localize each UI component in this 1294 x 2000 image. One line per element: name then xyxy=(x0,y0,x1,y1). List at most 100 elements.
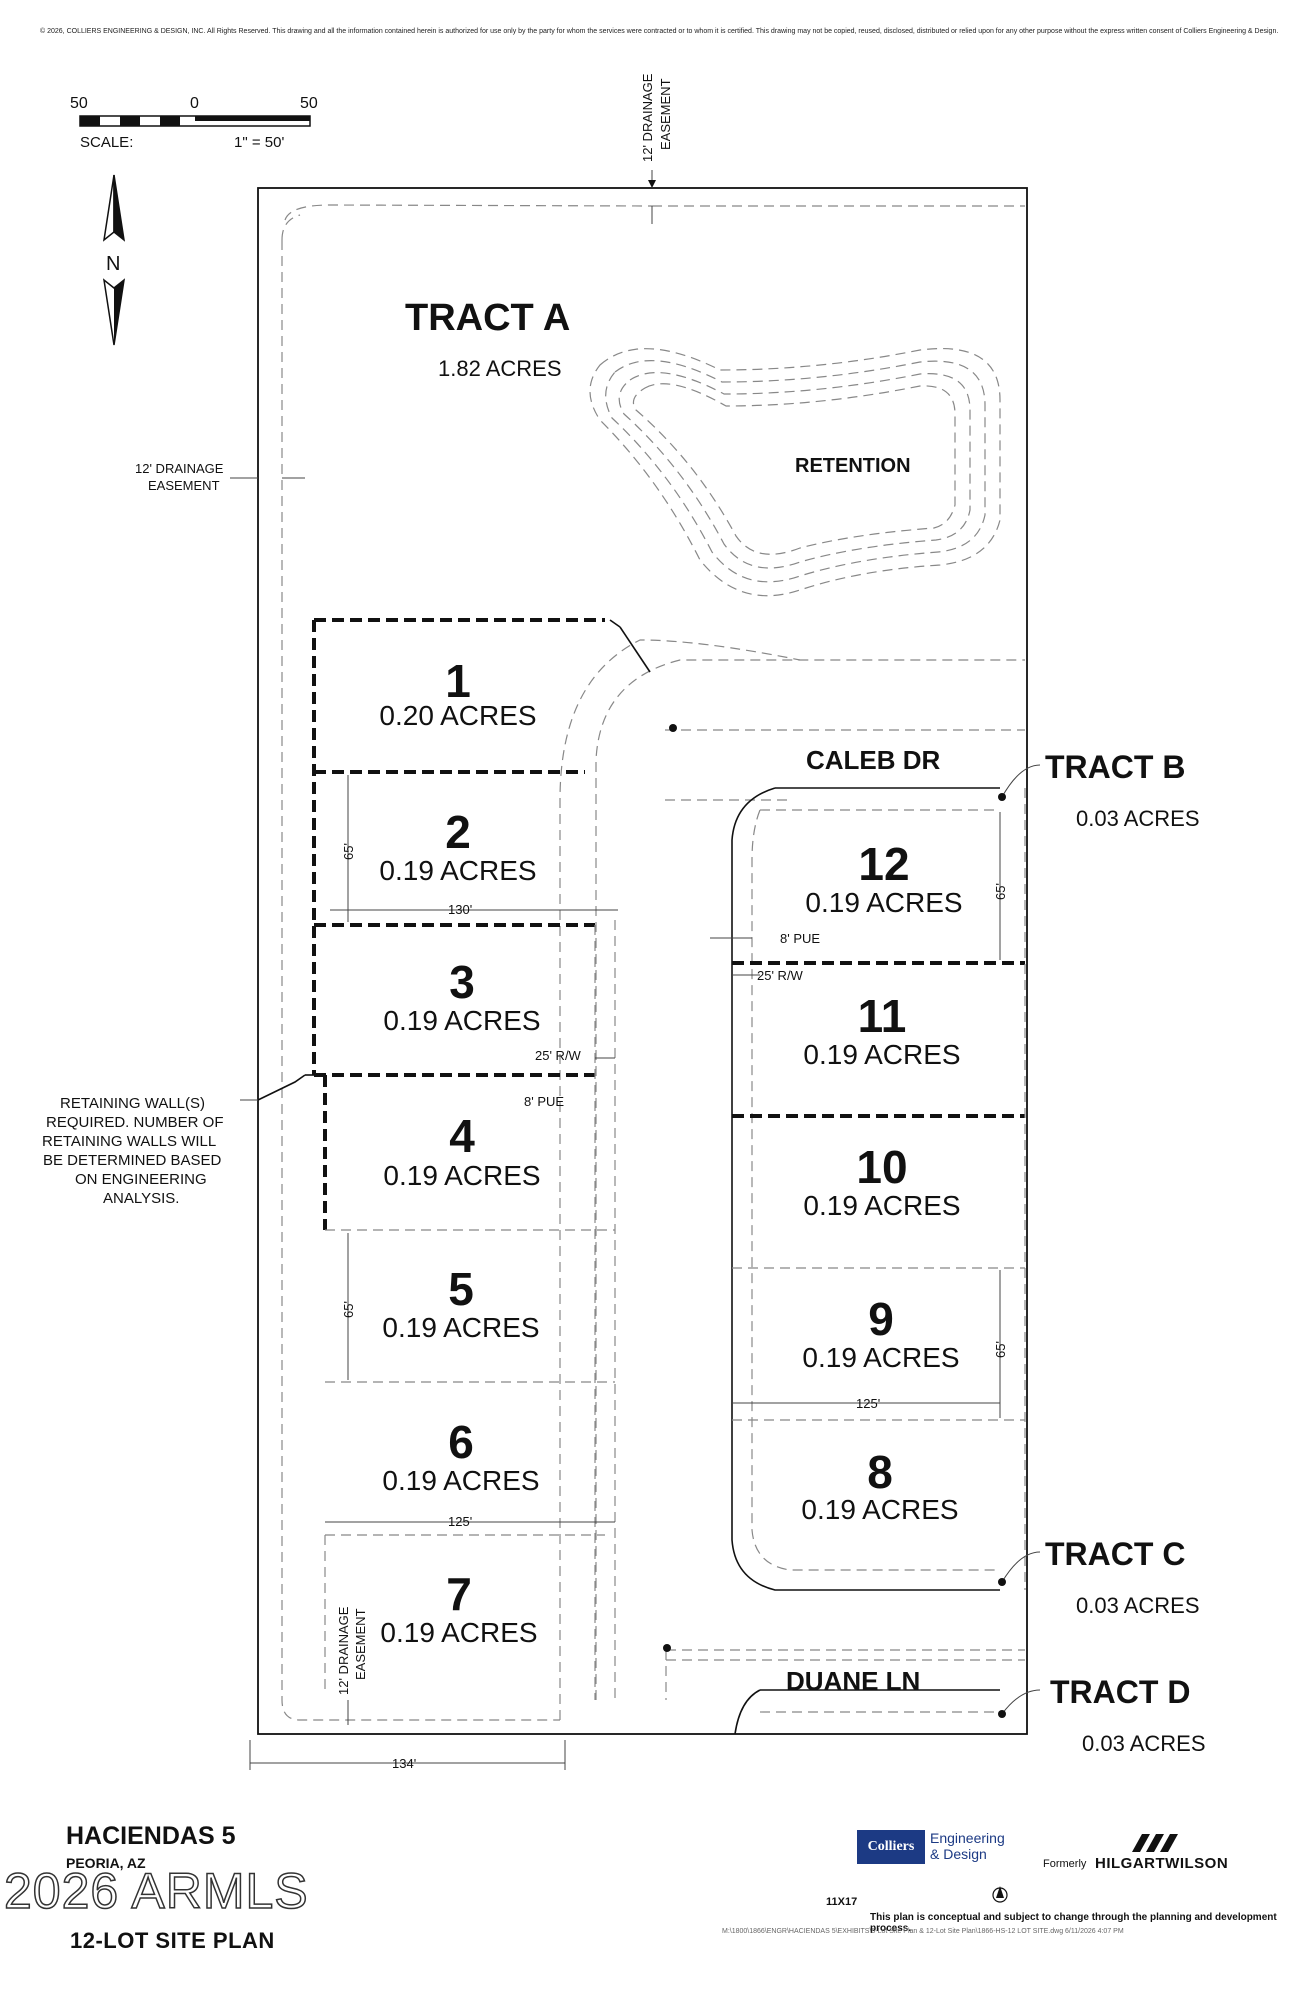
scale-zero: 0 xyxy=(190,95,199,112)
lot-12-label: 12 0.19 ACRES xyxy=(805,838,962,918)
svg-text:65': 65' xyxy=(341,1301,356,1318)
tract-d-label: TRACT D 0.03 ACRES xyxy=(998,1674,1206,1756)
disclaimer: This plan is conceptual and subject to c… xyxy=(870,1912,1277,1934)
svg-text:125': 125' xyxy=(448,1514,472,1529)
svg-text:0.03 ACRES: 0.03 ACRES xyxy=(1082,1731,1206,1756)
lot-8-label: 8 0.19 ACRES xyxy=(801,1446,958,1525)
former-company-name: HILGARTWILSON xyxy=(1095,1855,1229,1872)
dimensions-right: 65' 8' PUE 25' R/W 65' 125' xyxy=(710,812,1008,1418)
tract-a-name: TRACT A xyxy=(405,297,570,339)
project-title: HACIENDAS 5 xyxy=(66,1822,236,1850)
lot-10-label: 10 0.19 ACRES xyxy=(803,1141,960,1221)
drainage-easement-left-label: 12' DRAINAGE EASEMENT xyxy=(135,461,224,493)
svg-text:ON ENGINEERING: ON ENGINEERING xyxy=(75,1171,207,1188)
svg-text:125': 125' xyxy=(856,1396,880,1411)
company-name: Engineering & Design xyxy=(930,1830,1005,1862)
svg-text:5: 5 xyxy=(448,1263,474,1315)
svg-text:9: 9 xyxy=(868,1293,894,1345)
svg-text:0.19 ACRES: 0.19 ACRES xyxy=(383,1160,540,1191)
svg-text:6: 6 xyxy=(448,1416,474,1468)
svg-text:25' R/W: 25' R/W xyxy=(757,968,804,983)
svg-text:4: 4 xyxy=(449,1110,475,1162)
scale-bar: 50 0 50 SCALE: 1" = 50' xyxy=(70,95,318,151)
svg-text:65': 65' xyxy=(993,1341,1008,1358)
street-duane-ln: DUANE LN xyxy=(786,1666,920,1696)
north-arrow-icon: N xyxy=(102,174,126,346)
lot-6-label: 6 0.19 ACRES xyxy=(382,1416,539,1496)
sheet-size: 11X17 xyxy=(826,1896,858,1908)
svg-text:TRACT D: TRACT D xyxy=(1050,1674,1190,1710)
svg-text:0.19 ACRES: 0.19 ACRES xyxy=(379,855,536,886)
lot-4-label: 4 0.19 ACRES xyxy=(383,1110,540,1191)
svg-text:25' R/W: 25' R/W xyxy=(535,1048,582,1063)
lot-9-label: 9 0.19 ACRES xyxy=(802,1293,959,1373)
retaining-wall-note: RETAINING WALL(S) REQUIRED. NUMBER OF RE… xyxy=(42,1095,258,1207)
svg-text:0.20 ACRES: 0.20 ACRES xyxy=(379,700,536,731)
svg-text:BE DETERMINED BASED: BE DETERMINED BASED xyxy=(43,1152,222,1169)
svg-text:TRACT B: TRACT B xyxy=(1045,749,1185,785)
svg-text:65': 65' xyxy=(993,883,1008,900)
svg-text:0.19 ACRES: 0.19 ACRES xyxy=(382,1312,539,1343)
formerly-label: Formerly xyxy=(1043,1858,1087,1870)
svg-text:7: 7 xyxy=(446,1568,472,1620)
svg-text:RETAINING WALL(S): RETAINING WALL(S) xyxy=(60,1095,205,1112)
compass-icon xyxy=(992,1886,1008,1903)
property-boundary xyxy=(257,187,1028,1735)
scale-label: SCALE: xyxy=(80,134,133,151)
svg-text:0.19 ACRES: 0.19 ACRES xyxy=(801,1494,958,1525)
svg-text:10: 10 xyxy=(856,1141,907,1193)
svg-text:TRACT C: TRACT C xyxy=(1045,1536,1185,1572)
svg-text:RETAINING WALLS WILL: RETAINING WALLS WILL xyxy=(42,1133,216,1150)
svg-text:EASEMENT: EASEMENT xyxy=(658,78,673,150)
svg-text:8' PUE: 8' PUE xyxy=(524,1094,564,1109)
svg-text:8' PUE: 8' PUE xyxy=(780,931,820,946)
lot-2-label: 2 0.19 ACRES xyxy=(379,806,536,886)
svg-text:2: 2 xyxy=(445,806,471,858)
dimensions-left: 65' 130' 25' R/W 8' PUE 65' 125' 134' 12… xyxy=(249,775,618,1771)
svg-text:EASEMENT: EASEMENT xyxy=(148,478,220,493)
svg-text:0.03 ACRES: 0.03 ACRES xyxy=(1076,1593,1200,1618)
svg-text:0.19 ACRES: 0.19 ACRES xyxy=(382,1465,539,1496)
tract-c-label: TRACT C 0.03 ACRES xyxy=(998,1536,1200,1618)
lot-5-label: 5 0.19 ACRES xyxy=(382,1263,539,1343)
retention-label: RETENTION xyxy=(795,455,911,477)
svg-text:12' DRAINAGE: 12' DRAINAGE xyxy=(135,461,224,476)
street-caleb-dr: CALEB DR xyxy=(806,745,941,775)
svg-text:3: 3 xyxy=(449,956,475,1008)
svg-text:65': 65' xyxy=(341,843,356,860)
copyright-notice: © 2026, COLLIERS ENGINEERING & DESIGN, I… xyxy=(40,28,1279,35)
plan-subtitle: 12-LOT SITE PLAN xyxy=(70,1928,275,1953)
hilgartwilson-logo-icon xyxy=(1132,1834,1178,1852)
lot-11-label: 11 0.19 ACRES xyxy=(803,990,960,1070)
svg-text:0.19 ACRES: 0.19 ACRES xyxy=(803,1039,960,1070)
svg-text:134': 134' xyxy=(392,1756,416,1771)
colliers-logo: Colliers xyxy=(857,1830,925,1864)
svg-text:EASEMENT: EASEMENT xyxy=(353,1608,368,1680)
retention-basin: RETENTION xyxy=(589,348,1001,597)
svg-text:0.19 ACRES: 0.19 ACRES xyxy=(803,1190,960,1221)
svg-text:1: 1 xyxy=(445,655,471,707)
file-path: M:\1800\1866\ENGR\HACIENDAS 5\EXHIBITS\5… xyxy=(722,1928,1124,1935)
watermark: 2026 ARMLS xyxy=(3,1862,309,1920)
svg-text:0.19 ACRES: 0.19 ACRES xyxy=(383,1005,540,1036)
tract-a-acres: 1.82 ACRES xyxy=(438,356,562,381)
svg-text:ANALYSIS.: ANALYSIS. xyxy=(103,1190,179,1207)
lot-1-label: 1 0.20 ACRES xyxy=(379,655,536,731)
svg-text:12' DRAINAGE: 12' DRAINAGE xyxy=(640,73,655,162)
svg-text:REQUIRED. NUMBER OF: REQUIRED. NUMBER OF xyxy=(46,1114,224,1131)
svg-text:0.19 ACRES: 0.19 ACRES xyxy=(380,1617,537,1648)
drainage-easement-bottom-label: 12' DRAINAGE xyxy=(336,1606,351,1695)
lot-3-label: 3 0.19 ACRES xyxy=(383,956,540,1036)
lot-7-label: 7 0.19 ACRES xyxy=(380,1568,537,1648)
svg-text:8: 8 xyxy=(867,1446,893,1498)
svg-text:0.19 ACRES: 0.19 ACRES xyxy=(802,1342,959,1373)
svg-text:0.03 ACRES: 0.03 ACRES xyxy=(1076,806,1200,831)
svg-text:12: 12 xyxy=(858,838,909,890)
scale-ratio: 1" = 50' xyxy=(234,134,284,151)
svg-text:11: 11 xyxy=(858,990,907,1042)
project-city: PEORIA, AZ xyxy=(66,1855,146,1871)
tract-b-label: TRACT B 0.03 ACRES xyxy=(998,749,1200,831)
north-label: N xyxy=(106,253,120,275)
svg-text:130': 130' xyxy=(448,902,472,917)
scale-left: 50 xyxy=(70,95,88,112)
